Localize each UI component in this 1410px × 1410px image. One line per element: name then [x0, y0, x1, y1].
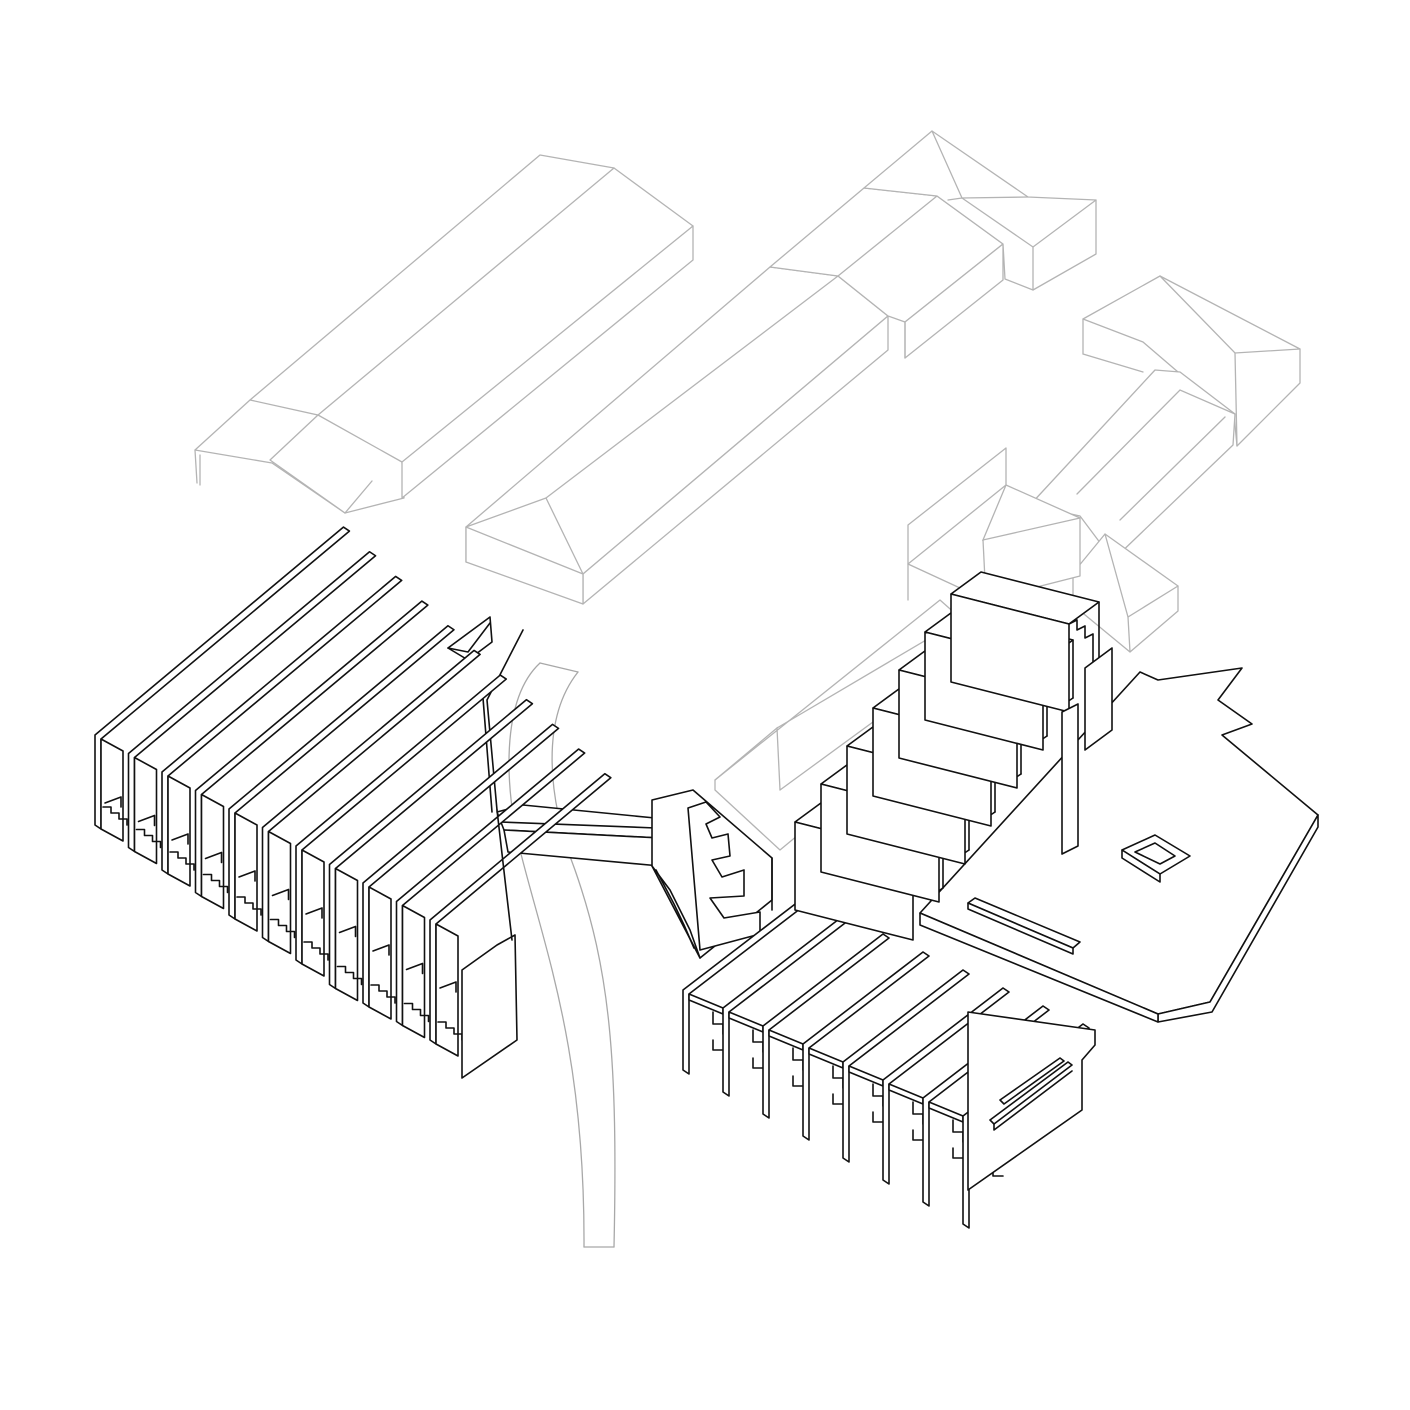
west-steps	[370, 984, 396, 1004]
se-steps-lower	[952, 1147, 964, 1159]
se-steps-lower	[752, 1057, 764, 1069]
west-wall-front	[234, 812, 258, 932]
west-ledge	[171, 833, 189, 845]
west-edge	[496, 809, 513, 941]
se-wall-top	[888, 1083, 924, 1105]
west-wall-front	[301, 849, 325, 977]
se-bench-upper	[999, 1057, 1065, 1105]
west-wall-front	[401, 904, 426, 1039]
west-wall-front	[435, 923, 459, 1057]
west-end-cap	[461, 934, 518, 1079]
west-steps	[236, 896, 262, 916]
west-ledge	[204, 851, 223, 864]
west-steps	[269, 918, 296, 939]
se-wall-top	[728, 1011, 764, 1033]
west-ledge	[405, 962, 424, 975]
west-ledge	[338, 925, 357, 938]
se-wall-top	[808, 1047, 844, 1069]
west-wall-front	[100, 738, 124, 842]
west-steps	[169, 851, 195, 871]
context-building-north-west	[194, 154, 694, 514]
se-wall-top	[848, 1065, 884, 1087]
context-building-east	[1029, 275, 1301, 653]
west-wall-front	[334, 867, 359, 1002]
se-steps	[752, 1029, 764, 1053]
small-kiosk	[447, 616, 493, 661]
terraced-block-south-east	[682, 897, 1096, 1229]
stepped-block-centre	[651, 789, 773, 959]
se-wall-top	[928, 1101, 964, 1123]
se-wall-slab	[722, 915, 850, 1097]
west-wall-front	[368, 886, 392, 1020]
west-ledge	[271, 888, 290, 901]
se-wall-top	[768, 1029, 804, 1051]
ne-upper-wall	[1084, 647, 1113, 751]
curved-path	[508, 662, 616, 1248]
context-building-north-east	[863, 130, 1097, 291]
west-steps	[135, 828, 162, 849]
se-wall-top	[688, 993, 724, 1015]
west-ledge	[305, 907, 323, 919]
west-wall-front	[200, 793, 225, 910]
west-steps	[403, 1002, 430, 1023]
se-bench-edge	[993, 1070, 1073, 1131]
se-steps-lower	[712, 1039, 724, 1051]
se-steps	[872, 1083, 884, 1107]
se-steps	[952, 1119, 964, 1143]
west-ledge	[372, 944, 390, 956]
terraced-block-north-east	[794, 571, 1113, 941]
ne-step-profile	[1068, 619, 1100, 665]
west-wall-front	[133, 756, 158, 865]
context-building-north-centre	[465, 187, 1004, 605]
se-steps	[712, 1011, 724, 1035]
west-steps	[202, 873, 229, 894]
terraced-block-west	[94, 526, 612, 1079]
ne-end-wall	[1061, 703, 1079, 855]
west-steps	[303, 941, 329, 961]
se-steps-lower	[792, 1075, 804, 1087]
platform-deck-east	[919, 667, 1319, 1023]
se-steps-lower	[832, 1093, 844, 1105]
se-steps	[912, 1101, 924, 1125]
west-ledge	[439, 981, 457, 993]
west-ledge	[104, 796, 122, 808]
se-steps-lower	[912, 1129, 924, 1141]
west-ledge	[238, 870, 256, 882]
se-steps-lower	[872, 1111, 884, 1123]
se-steps	[832, 1065, 844, 1089]
west-steps	[336, 965, 363, 986]
west-wall-front	[167, 775, 191, 887]
se-bench	[989, 1061, 1073, 1125]
west-steps	[102, 806, 128, 826]
se-steps	[792, 1047, 804, 1071]
west-ledge	[137, 814, 156, 827]
